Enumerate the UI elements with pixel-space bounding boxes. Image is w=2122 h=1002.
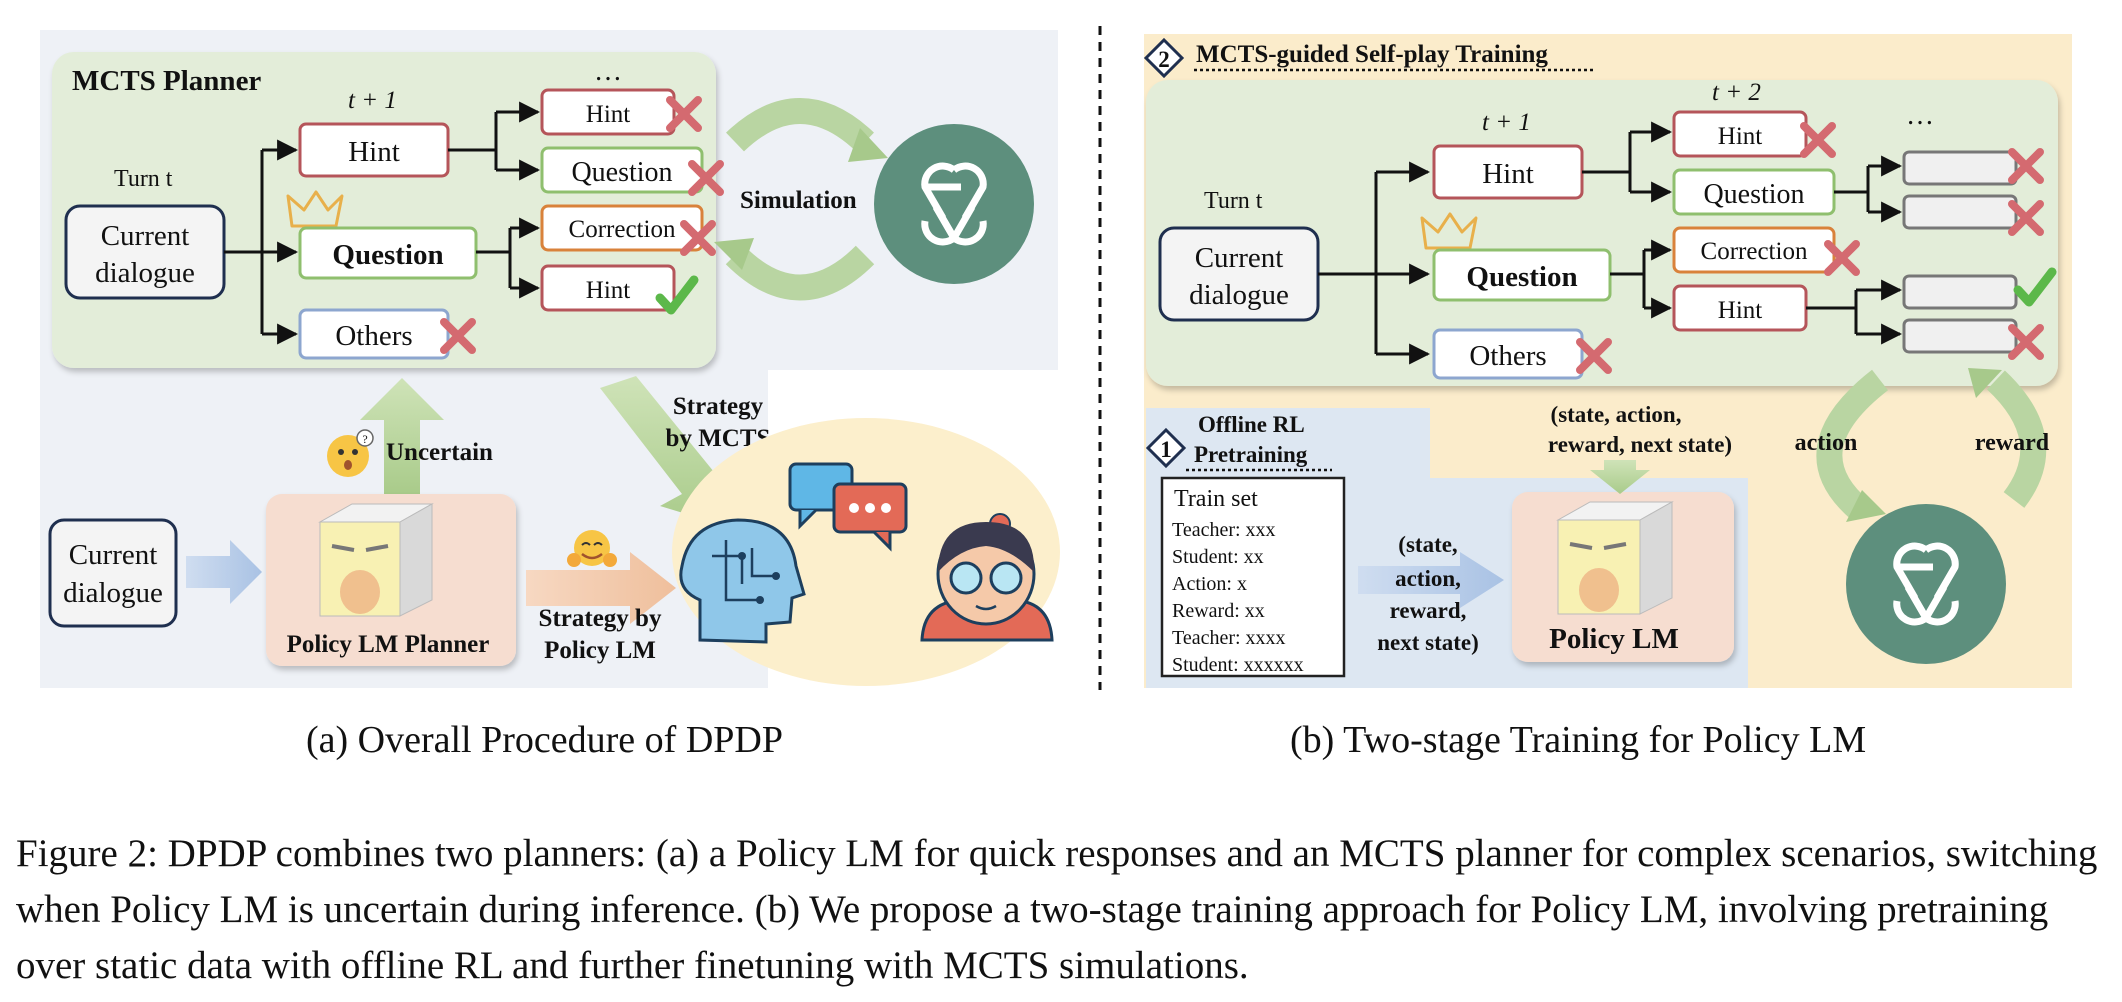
tuple-left-line3: reward, [1390, 598, 1467, 623]
input-dialogue-line2: dialogue [63, 577, 163, 609]
policy-lm-planner-label: Policy LM Planner [287, 631, 490, 658]
strategy-policy-line1: Strategy by [539, 605, 662, 632]
stage2-number: 2 [1158, 47, 1170, 72]
svg-text:?: ? [362, 432, 367, 446]
leaf-2 [1902, 194, 2018, 230]
train-row: Reward: xx [1172, 600, 1265, 622]
child-hint-b [1672, 110, 1808, 158]
node-others-a-label: Others [335, 320, 412, 352]
crown-icon-a [286, 190, 344, 228]
train-row: Student: xxxxxx [1172, 654, 1304, 676]
current-dialogue-a-line2: dialogue [95, 257, 195, 289]
child-hint2-a [540, 264, 676, 312]
node-hint-a-label: Hint [348, 136, 400, 168]
tuple-left-line1: (state, [1398, 532, 1457, 557]
child-question-a-label: Question [571, 157, 672, 188]
input-arrow [186, 540, 262, 604]
child-hint2-b-label: Hint [1718, 297, 1763, 324]
node-others-a [298, 308, 450, 360]
current-dialogue-b-line2: dialogue [1189, 279, 1289, 311]
action-label: action [1795, 430, 1858, 456]
offline-arrow [1358, 552, 1504, 608]
stage1-title-line1: Offline RL [1198, 412, 1305, 437]
node-others-b-label: Others [1469, 340, 1546, 372]
child-hint-a-label: Hint [586, 101, 631, 128]
hug-emoji-icon [567, 530, 617, 567]
child-correction-b-label: Correction [1701, 238, 1808, 265]
openai-logo-icon [874, 124, 1034, 284]
cube-face-icon [1556, 501, 1674, 615]
child-hint-a [540, 88, 676, 136]
train-row: Teacher: xxx [1172, 519, 1276, 541]
leaf-3 [1902, 274, 2018, 310]
node-hint-b-label: Hint [1482, 158, 1534, 190]
leaf-4 [1902, 318, 2018, 354]
uncertain-label: Uncertain [386, 439, 493, 466]
figure-diagram: MCTS Planner … t + 1 Turn t Current dial… [40, 26, 2072, 690]
turn-t-a: Turn t [114, 166, 173, 192]
t-plus-1-a: t + 1 [348, 87, 397, 114]
train-set-box [1160, 476, 1346, 678]
strategy-policy-arrow [526, 552, 676, 624]
node-question-a-label: Question [332, 239, 443, 271]
uncertain-arrow [360, 378, 444, 494]
chat-bubbles-icon [788, 462, 908, 552]
child-hint-b-label: Hint [1718, 123, 1763, 150]
stage1-title-line2: Pretraining [1194, 442, 1308, 467]
figure-caption: Figure 2: DPDP combines two planners: (a… [16, 832, 2098, 987]
student-avatar-icon [920, 513, 1054, 642]
node-question-b-label: Question [1466, 261, 1577, 293]
mcts-planner-title: MCTS Planner [72, 65, 261, 97]
stage2-diamond [1143, 37, 1185, 79]
train-row: Action: x [1172, 573, 1247, 595]
train-row: Teacher: xxxx [1172, 627, 1286, 649]
current-dialogue-a-line1: Current [101, 220, 190, 252]
current-dialogue-b-line1: Current [1195, 242, 1284, 274]
child-hint2-a-label: Hint [586, 277, 631, 304]
input-dialogue-line1: Current [69, 539, 158, 571]
tuple-top-line2: reward, next state) [1548, 432, 1732, 457]
ellipsis-a: … [594, 56, 622, 87]
node-others-b [1432, 328, 1584, 380]
train-row: Student: xx [1172, 546, 1264, 568]
policy-lm-label: Policy LM [1549, 623, 1679, 655]
stage1-diamond [1145, 427, 1187, 469]
caption-b: (b) Two-stage Training for Policy LM [1290, 719, 1867, 761]
tuple-left-line4: next state) [1377, 630, 1479, 655]
stage2-title: MCTS-guided Self-play Training [1196, 41, 1548, 68]
child-correction-a-label: Correction [569, 216, 676, 243]
stage1-number: 1 [1160, 437, 1172, 462]
strategy-mcts-line1: Strategy [673, 393, 764, 420]
child-question-b-label: Question [1703, 179, 1804, 210]
t-plus-1-b: t + 1 [1482, 109, 1531, 136]
self-play-arrow [1590, 460, 1650, 494]
leaf-1 [1902, 150, 2018, 186]
t-plus-2-b: t + 2 [1712, 79, 1761, 106]
crown-icon-b [1420, 212, 1478, 250]
openai-logo-icon [1846, 504, 2006, 664]
tuple-left-line2: action, [1395, 566, 1461, 591]
tuple-top-line1: (state, action, [1551, 402, 1682, 427]
child-correction-a [540, 204, 704, 252]
uncertain-emoji-icon: ? [327, 429, 374, 477]
current-dialogue-box-a2 [48, 518, 178, 628]
strategy-policy-line2: Policy LM [544, 637, 656, 664]
reward-label: reward [1975, 430, 2050, 456]
caption-a: (a) Overall Procedure of DPDP [306, 719, 783, 761]
simulation-label: Simulation [740, 187, 857, 214]
cube-face-icon [318, 503, 434, 617]
train-set-title: Train set [1174, 486, 1258, 512]
robot-head-icon [679, 518, 806, 644]
ellipsis-b: … [1906, 100, 1934, 131]
turn-t-b: Turn t [1204, 188, 1263, 214]
